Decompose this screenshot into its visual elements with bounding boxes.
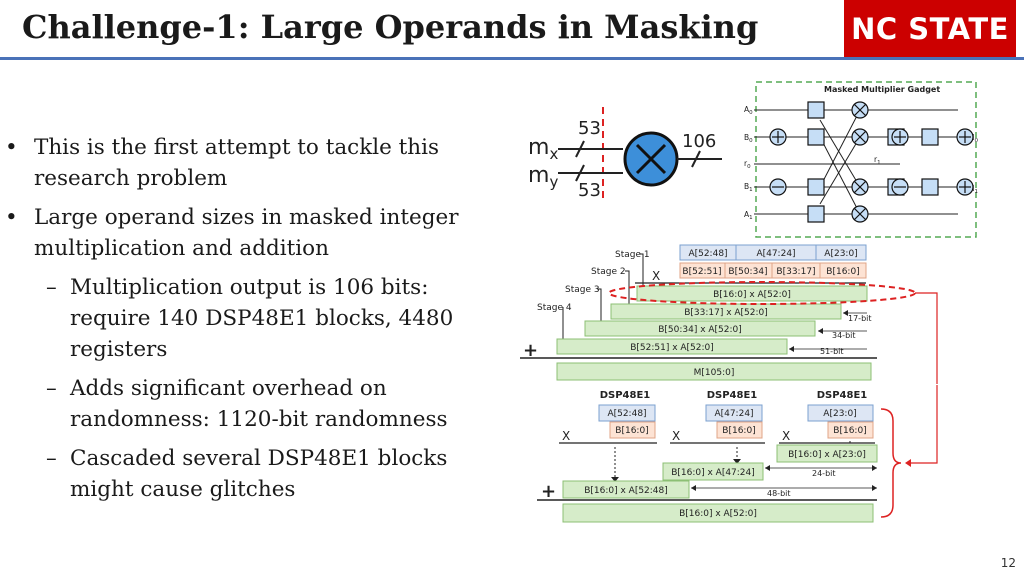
dsp-b-input: B[16:0] [615, 426, 648, 436]
stage-b-block: B[33:17] [776, 267, 815, 277]
multiplier-diagram: mx my 53 53 106 [528, 107, 722, 203]
dsp-product: B[16:0] x A[47:24] [671, 468, 755, 478]
sub-bullet-text: Cascaded several DSP48E1 blocks might ca… [70, 446, 448, 502]
stage-b-block: B[50:34] [728, 267, 767, 277]
dsp-label: DSP48E1 [600, 390, 651, 401]
input-my: my [528, 163, 558, 191]
gadget-title: Masked Multiplier Gadget [824, 85, 940, 94]
bullet-dash: – [46, 376, 57, 401]
dsp-label: DSP48E1 [707, 390, 758, 401]
stage-2-label: Stage 2 [591, 267, 626, 277]
stage-b-block: B[52:51] [682, 267, 721, 277]
stage-1-label: Stage 1 [615, 250, 650, 260]
shift-label: 48-bit [767, 489, 791, 498]
gadget-r1: r1 [874, 155, 881, 166]
multiply-sign: X [652, 269, 660, 283]
shift-label: 51-bit [820, 347, 844, 356]
ncstate-logo: NC STATE [844, 0, 1016, 57]
multiply-sign: X [672, 429, 680, 443]
dsp-result: B[16:0] x A[52:0] [679, 509, 757, 519]
partial-product: B[52:51] x A[52:0] [630, 343, 714, 353]
bullet-item: • Large operand sizes in masked integer m… [0, 202, 490, 264]
partial-product: B[33:17] x A[52:0] [684, 308, 768, 318]
shift-label: 24-bit [812, 469, 836, 478]
stage-4-label: Stage 4 [537, 303, 572, 313]
bullet-list: • This is the first attempt to tackle thi… [0, 132, 490, 513]
dsp-diagram: DSP48E1 DSP48E1 DSP48E1 A[52:48] A[47:24… [537, 385, 938, 523]
stage-result: M[105:0] [694, 368, 735, 378]
sub-bullet-text: Multiplication output is 106 bits: requi… [70, 275, 454, 362]
dsp-b-input: B[16:0] [833, 426, 866, 436]
page-number: 12 [1000, 556, 1016, 570]
gadget-input-b0: B0 [744, 133, 753, 144]
sub-bullet-text: Adds significant overhead on randomness:… [70, 376, 448, 432]
bullet-dash: – [46, 275, 57, 300]
stage-diagram: Stage 1 Stage 2 Stage 3 Stage 4 A[52:48]… [520, 244, 938, 384]
glitch-connector [915, 292, 938, 384]
stage-a-block: A[23:0] [824, 249, 857, 259]
title-underline [0, 57, 1024, 60]
bullet-item: • This is the first attempt to tackle thi… [0, 132, 490, 194]
plus-sign: + [523, 340, 538, 361]
shift-label: 34-bit [832, 331, 856, 340]
plus-sign: + [541, 481, 556, 502]
slide-title: Challenge-1: Large Operands in Masking [22, 8, 759, 46]
width-y: 53 [578, 180, 601, 201]
dsp-product: B[16:0] x A[23:0] [788, 450, 866, 460]
sub-bullet-item: –Cascaded several DSP48E1 blocks might c… [0, 443, 490, 505]
partial-product: B[16:0] x A[52:0] [713, 290, 791, 300]
glitch-connector [907, 385, 938, 464]
input-mx: mx [528, 135, 558, 163]
width-out: 106 [682, 131, 716, 152]
shift-label: 17-bit [848, 314, 872, 323]
dsp-b-input: B[16:0] [722, 426, 755, 436]
bullet-dot: • [5, 205, 18, 230]
dsp-label: DSP48E1 [817, 390, 868, 401]
bullet-text: This is the first attempt to tackle this… [34, 135, 440, 191]
gadget-input-b1: B1 [744, 182, 753, 193]
partial-product: B[50:34] x A[52:0] [658, 325, 742, 335]
stage-3-label: Stage 3 [565, 285, 600, 295]
bullet-text: Large operand sizes in masked integer mu… [34, 205, 459, 261]
width-x: 53 [578, 118, 601, 139]
stage-a-block: A[47:24] [756, 249, 795, 259]
gadget-input-r0: r0 [744, 159, 751, 170]
stage-a-block: A[52:48] [688, 249, 727, 259]
dsp-a-input: A[52:48] [607, 409, 646, 419]
gadget-input-a0: A0 [744, 105, 753, 116]
dsp-brace [880, 408, 902, 518]
masked-multiplier-gadget: Masked Multiplier Gadget A0 B0 r0 B1 A1 … [744, 81, 978, 238]
bullet-dot: • [5, 135, 18, 160]
bullet-dash: – [46, 446, 57, 471]
multiply-sign: X [782, 429, 790, 443]
stage-b-block: B[16:0] [826, 267, 859, 277]
sub-bullet-item: –Multiplication output is 106 bits: requ… [0, 272, 490, 365]
dsp-a-input: A[47:24] [714, 409, 753, 419]
sub-bullet-item: –Adds significant overhead on randomness… [0, 373, 490, 435]
gadget-input-a1: A1 [744, 210, 753, 221]
dsp-a-input: A[23:0] [823, 409, 856, 419]
multiply-sign: X [562, 429, 570, 443]
dsp-product: B[16:0] x A[52:48] [584, 486, 668, 496]
